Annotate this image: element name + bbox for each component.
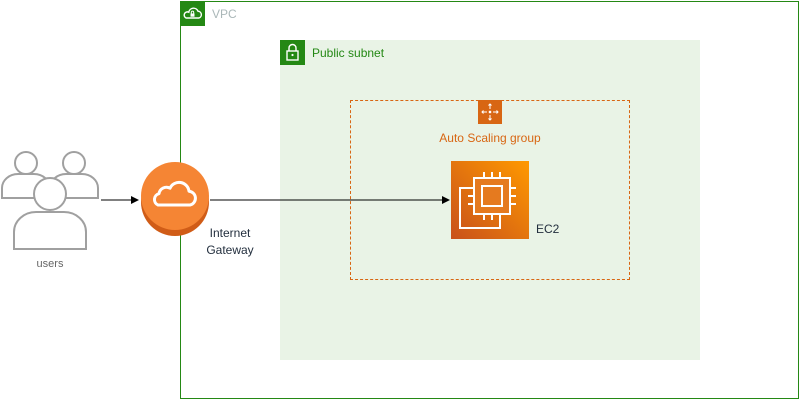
cloud-lock-icon: [180, 1, 205, 26]
users-icon: [0, 148, 100, 252]
internet-gateway-icon: [140, 160, 210, 240]
vpc-label: VPC: [212, 7, 237, 21]
public-subnet-label: Public subnet: [312, 46, 385, 60]
ec2-chip-icon: [451, 161, 529, 239]
lock-icon: [280, 40, 305, 65]
auto-scaling-group-label: Auto Scaling group: [439, 131, 541, 145]
internet-gateway-label-line2: Gateway: [206, 243, 254, 257]
ec2-label: EC2: [536, 222, 560, 236]
auto-scaling-icon: [478, 100, 502, 124]
users-label: users: [36, 258, 64, 270]
internet-gateway-label-line1: Internet: [209, 226, 251, 240]
internet-gateway-label: Internet Gateway: [190, 225, 270, 259]
